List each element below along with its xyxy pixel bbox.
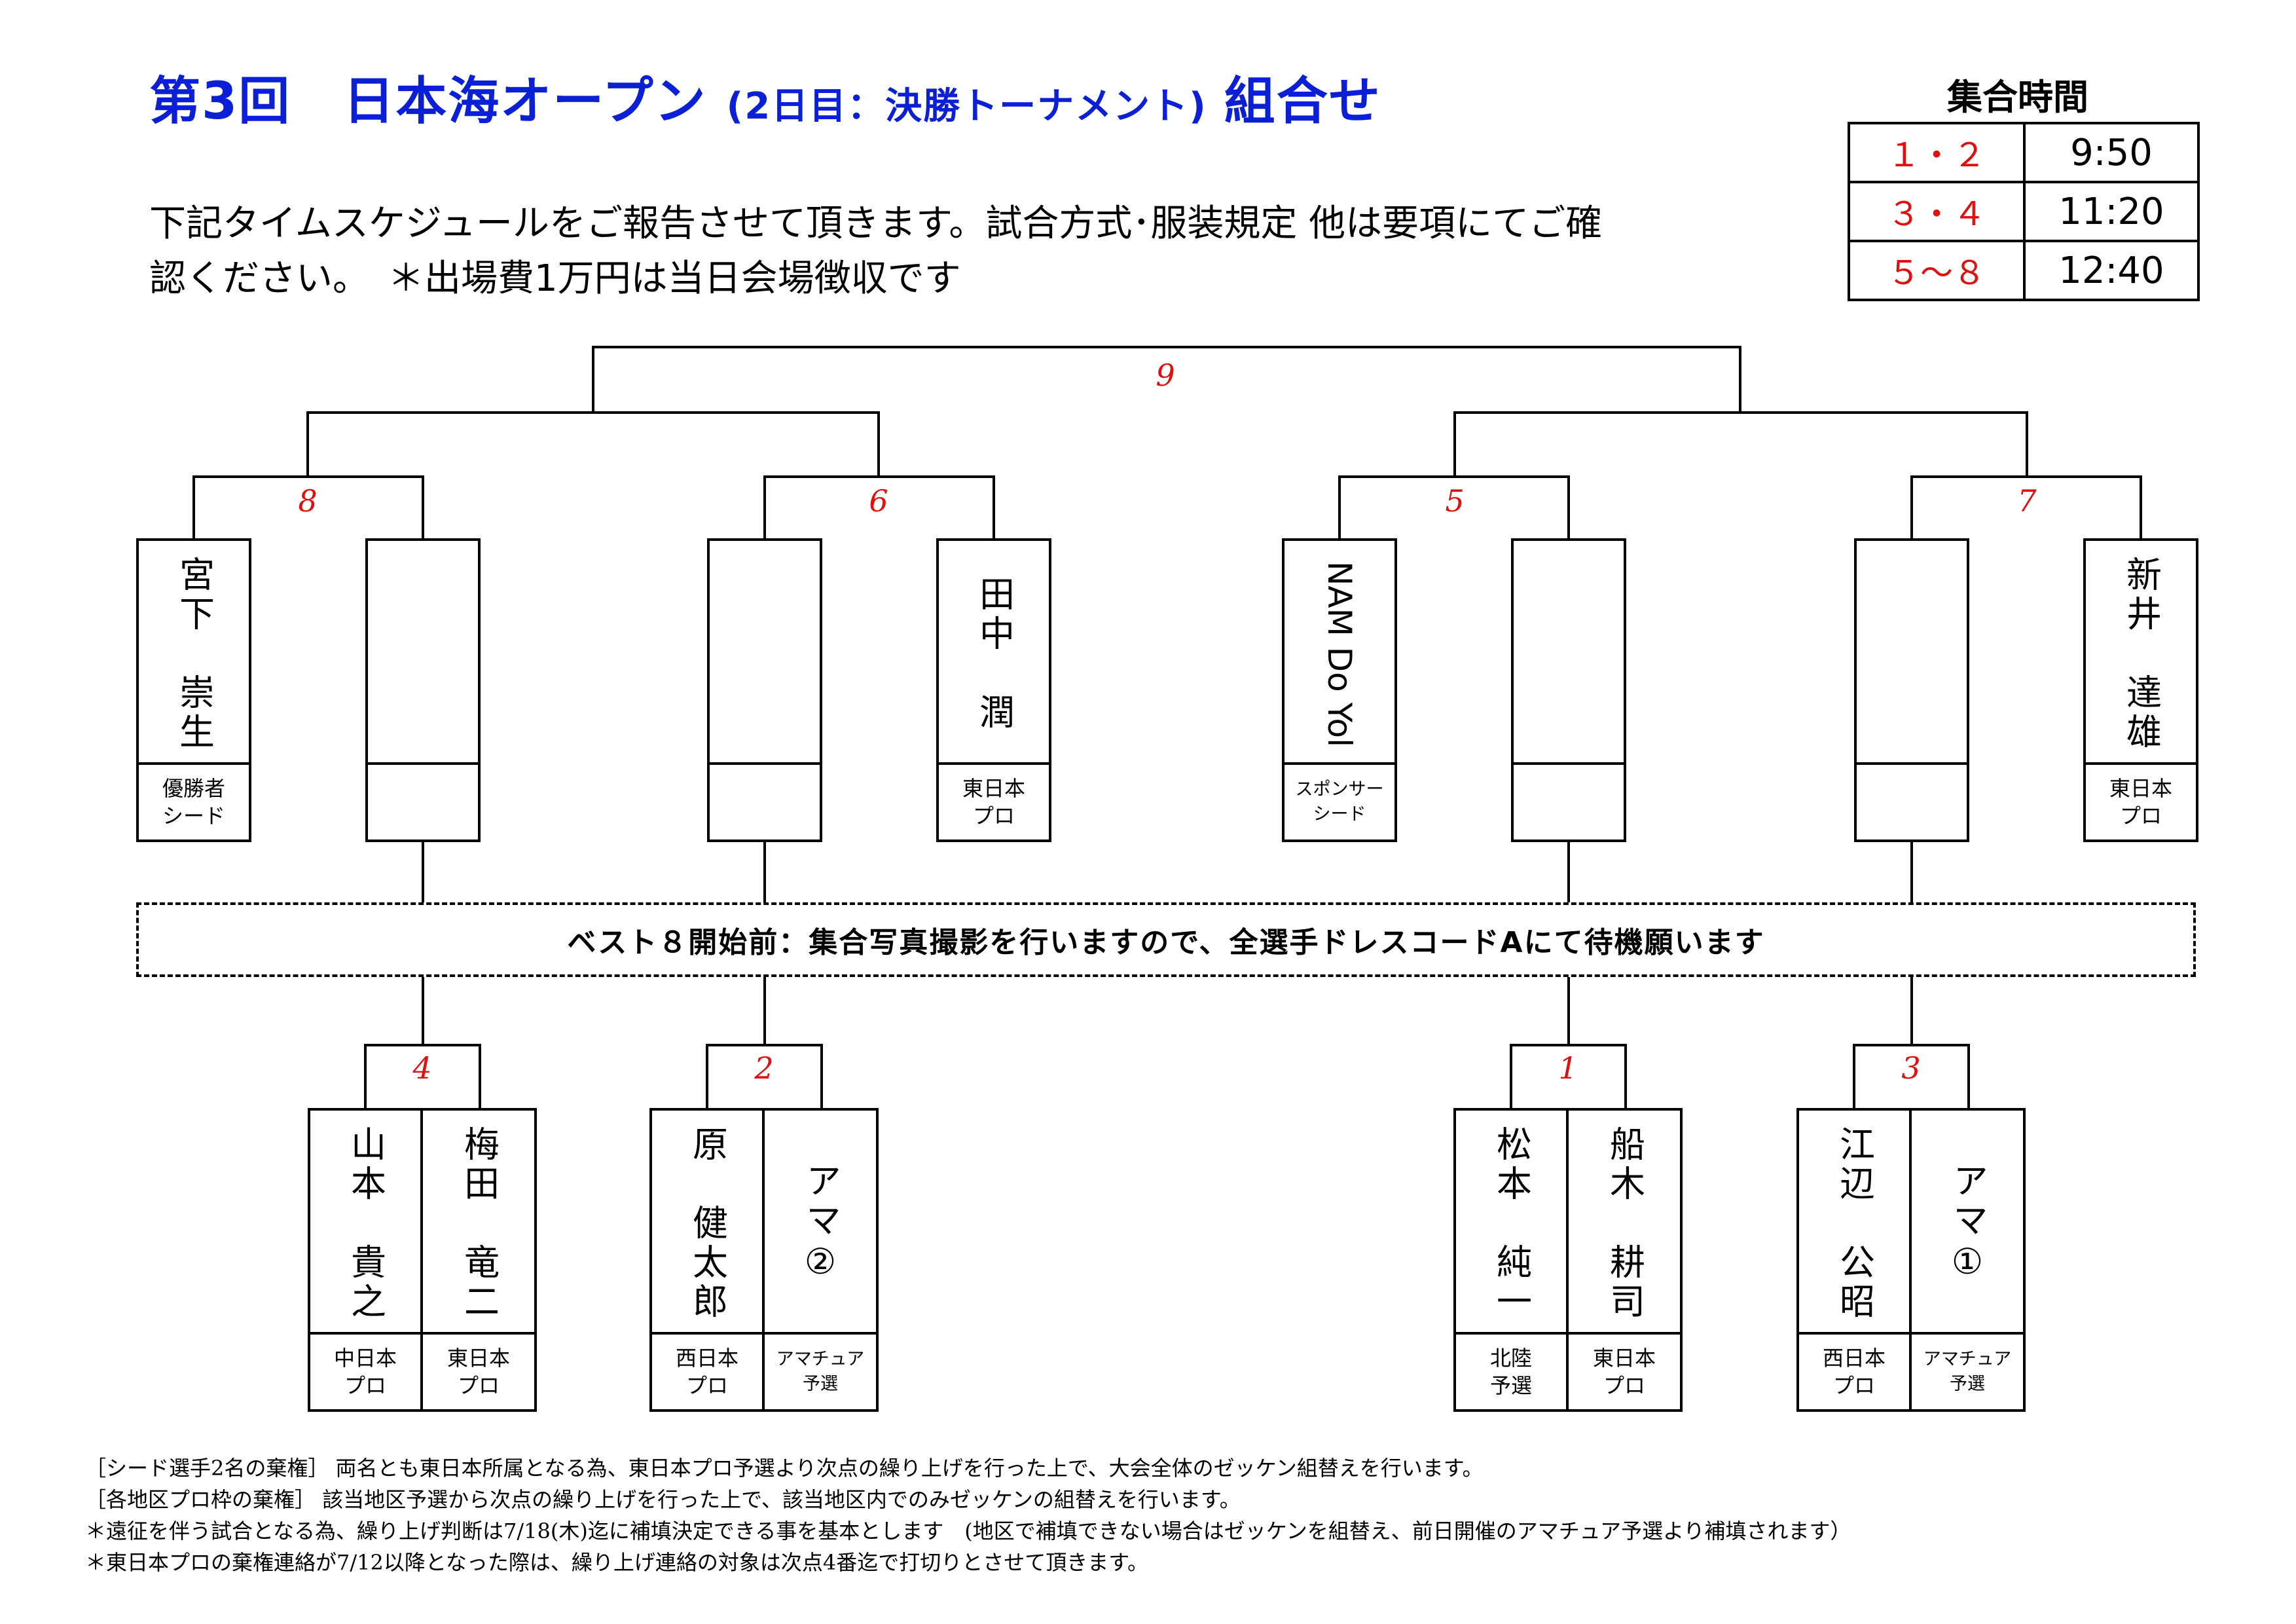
photo-notice: ベスト８開始前：集合写真撮影を行いますので、全選手ドレスコードAにて待機願います	[136, 902, 2196, 977]
schedule-time: 11:20	[2023, 181, 2200, 242]
schedule-group: ５～８	[1848, 240, 2026, 301]
intro-text: 下記タイムスケジュールをご報告させて頂きます。試合方式･服装規定 他は要項にてご…	[149, 196, 1602, 306]
player-name: 田中 潤	[973, 576, 1015, 733]
schedule-time: 12:40	[2023, 240, 2200, 301]
player-category: アマチュア 予選	[765, 1332, 876, 1409]
player-name: 松本 純一	[1490, 1126, 1532, 1322]
match-number-3: 3	[1901, 1050, 1921, 1086]
title-suffix: 組合せ	[1224, 72, 1381, 131]
player-slot: 船木 耕司 東日本 プロ	[1566, 1108, 1683, 1412]
player-name: アマ①	[1946, 1162, 1988, 1286]
schedule-group: １・２	[1848, 122, 2026, 183]
match-number-1: 1	[1558, 1050, 1578, 1086]
player-name: 宮下 崇生	[173, 556, 215, 752]
schedule-table: １・２ 9:50 ３・４ 11:20 ５～８ 12:40	[1848, 122, 2200, 301]
player-category: アマチュア 予選	[1912, 1332, 2023, 1409]
player-category: 東日本 プロ	[2086, 762, 2196, 840]
player-slot: 田中 潤 東日本 プロ	[936, 538, 1051, 842]
player-category	[1857, 762, 1967, 840]
player-category	[368, 762, 478, 840]
footer-note: ［各地区プロ枠の棄権］ 該当地区予選から次点の繰り上げを行った上で、該当地区内で…	[85, 1487, 1241, 1512]
schedule-group: ３・４	[1848, 181, 2026, 242]
schedule-row: １・２ 9:50	[1848, 122, 2200, 183]
footer-notes: ［シード選手2名の棄権］ 両名とも東日本所属となる為、東日本プロ予選より次点の繰…	[85, 1452, 1851, 1578]
player-category: 西日本 プロ	[1799, 1332, 1909, 1409]
player-slot: 江辺 公昭 西日本 プロ	[1796, 1108, 1912, 1412]
player-slot-empty	[707, 538, 822, 842]
player-slot: アマ② アマチュア 予選	[762, 1108, 879, 1412]
title-subtitle: (2日目：決勝トーナメント)	[726, 85, 1207, 128]
player-slot: アマ① アマチュア 予選	[1909, 1108, 2026, 1412]
player-category	[710, 762, 820, 840]
schedule-title: 集合時間	[1947, 77, 2088, 118]
match-number-7: 7	[2017, 483, 2037, 519]
player-name: 新井 達雄	[2120, 556, 2162, 752]
player-category: 優勝者 シード	[139, 762, 249, 840]
player-name: アマ②	[799, 1162, 841, 1286]
match-number-9: 9	[1156, 358, 1175, 393]
player-slot: 宮下 崇生 優勝者 シード	[136, 538, 251, 842]
schedule-row: ３・４ 11:20	[1848, 181, 2200, 242]
player-name: 江辺 公昭	[1833, 1126, 1875, 1322]
player-name: 山本 貴之	[344, 1126, 386, 1322]
player-category: 東日本 プロ	[939, 762, 1049, 840]
player-slot-empty	[1511, 538, 1626, 842]
player-slot: 山本 貴之 中日本 プロ	[308, 1108, 423, 1412]
match-number-5: 5	[1445, 483, 1465, 519]
player-name: 梅田 竜二	[458, 1126, 500, 1322]
title-main: 第3回 日本海オープン	[149, 72, 707, 131]
player-category: 中日本 プロ	[310, 1332, 420, 1409]
intro-line-1: 下記タイムスケジュールをご報告させて頂きます。試合方式･服装規定 他は要項にてご…	[149, 202, 1603, 245]
player-name: 原 健太郎	[686, 1126, 728, 1322]
player-name: 船木 耕司	[1603, 1126, 1645, 1322]
match-number-4: 4	[412, 1050, 432, 1086]
footer-note: ＊遠征を伴う試合となる為、繰り上げ判断は7/18(木)迄に補填決定できる事を基本…	[85, 1519, 1851, 1543]
player-category: 北陸 予選	[1456, 1332, 1566, 1409]
footer-note: ＊東日本プロの棄権連絡が7/12以降となった際は、繰り上げ連絡の対象は次点4番迄…	[85, 1550, 1149, 1575]
player-category: 西日本 プロ	[652, 1332, 762, 1409]
player-slot: 新井 達雄 東日本 プロ	[2083, 538, 2198, 842]
player-slot: 原 健太郎 西日本 プロ	[649, 1108, 765, 1412]
player-category: 東日本 プロ	[1569, 1332, 1680, 1409]
page-title: 第3回 日本海オープン (2日目：決勝トーナメント) 組合せ	[149, 60, 1381, 134]
match-number-2: 2	[754, 1050, 774, 1086]
schedule-time: 9:50	[2023, 122, 2200, 183]
player-slot: 梅田 竜二 東日本 プロ	[420, 1108, 537, 1412]
match-number-6: 6	[869, 483, 888, 519]
match-number-8: 8	[298, 483, 318, 519]
player-slot: NAM Do Yol スポンサー シード	[1282, 538, 1397, 842]
intro-line-2: 認ください。 ＊出場費1万円は当日会場徴収です	[149, 257, 961, 300]
player-slot: 松本 純一 北陸 予選	[1453, 1108, 1569, 1412]
player-slot-empty	[365, 538, 481, 842]
player-category: スポンサー シード	[1285, 762, 1394, 840]
player-slot-empty	[1854, 538, 1969, 842]
player-category: 東日本 プロ	[423, 1332, 534, 1409]
player-category	[1514, 762, 1624, 840]
footer-note: ［シード選手2名の棄権］ 両名とも東日本所属となる為、東日本プロ予選より次点の繰…	[85, 1456, 1484, 1481]
schedule-row: ５～８ 12:40	[1848, 240, 2200, 301]
player-name: NAM Do Yol	[1321, 561, 1358, 747]
